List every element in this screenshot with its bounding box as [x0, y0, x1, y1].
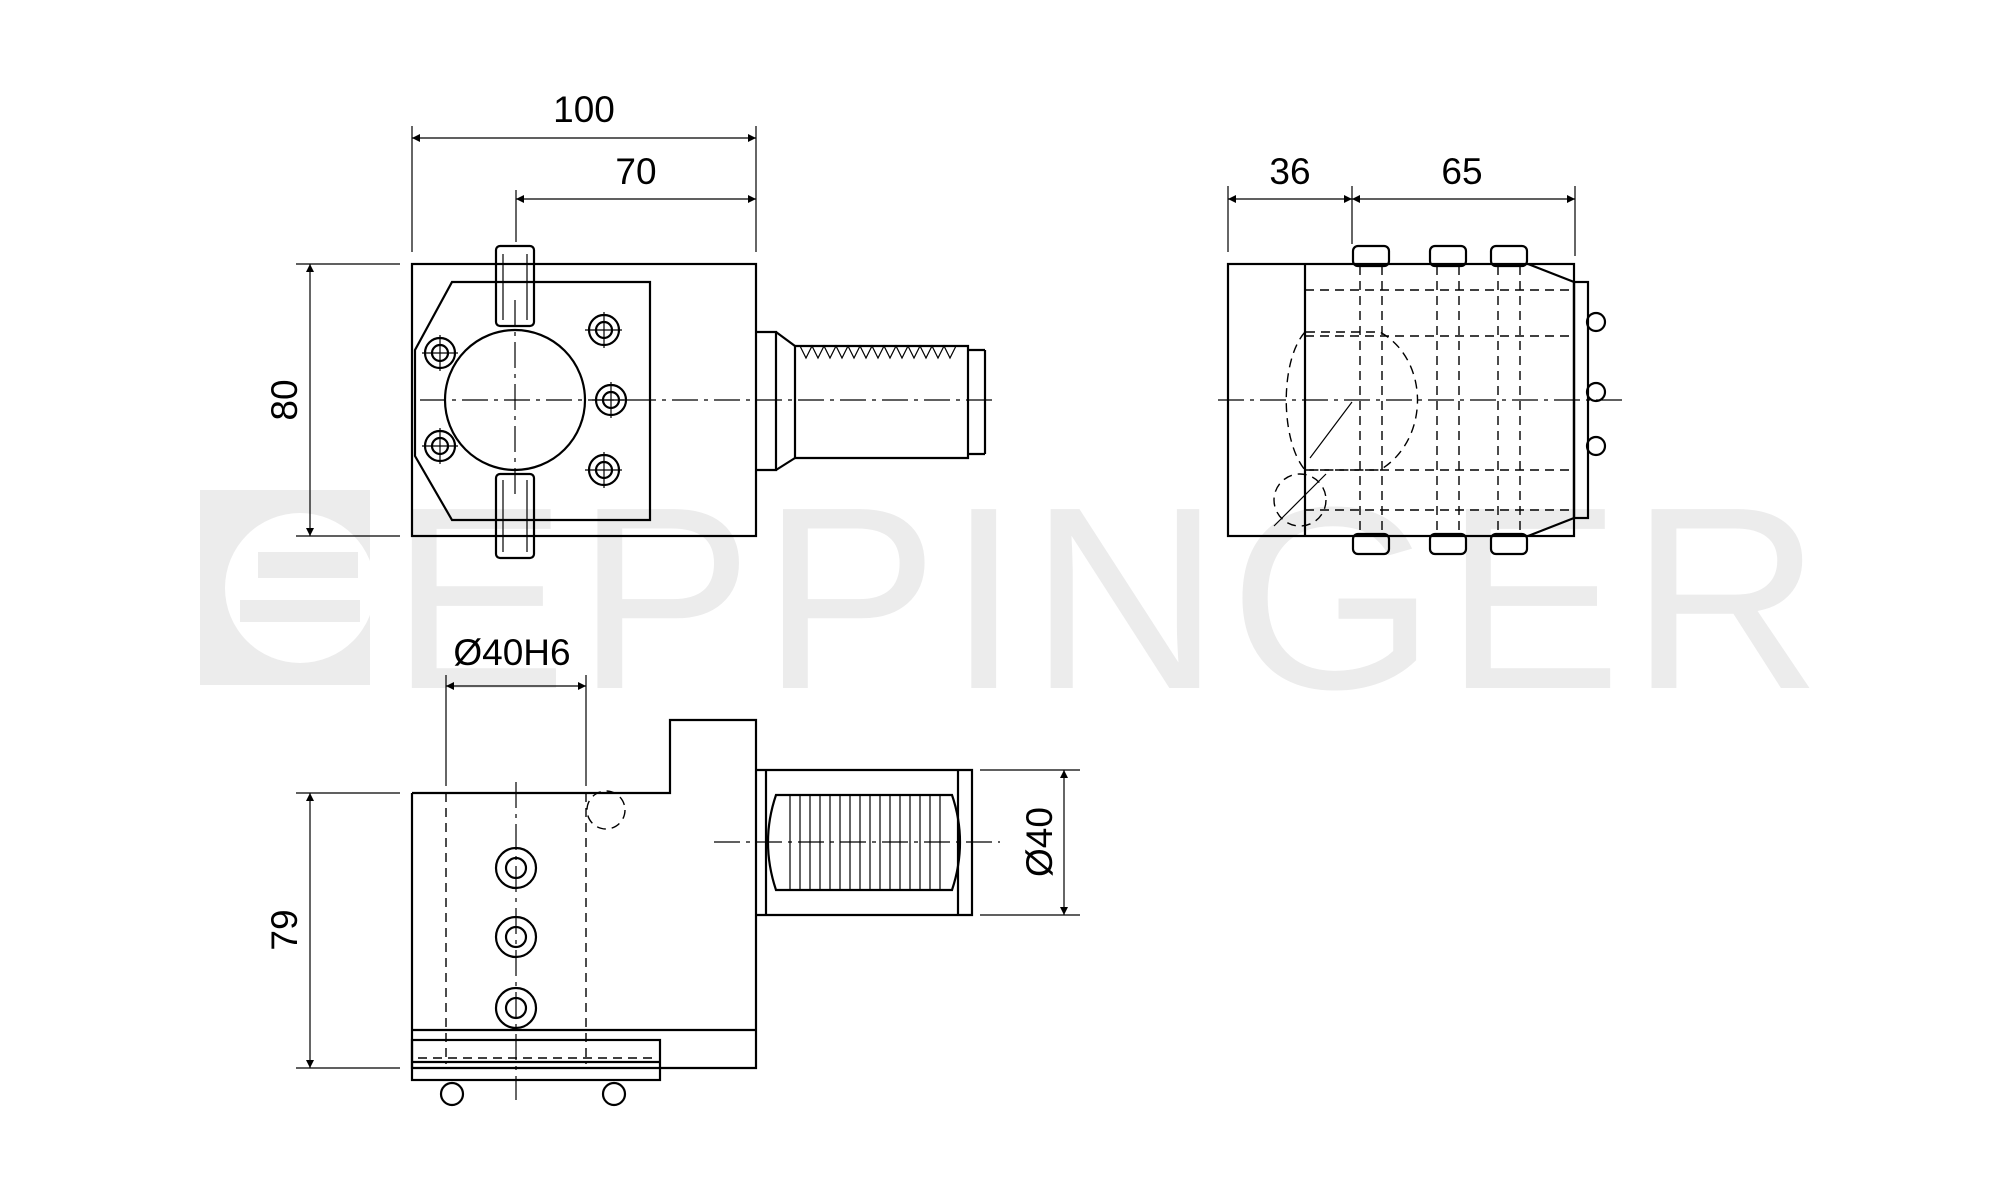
view-front — [410, 244, 998, 560]
top-dimensions: Ø40H6 79 Ø40 — [264, 632, 1080, 1069]
view-top — [410, 718, 1000, 1107]
dim-height: 80 — [264, 379, 305, 420]
side-bolt-heads — [1351, 244, 1607, 556]
dim-width-total: 100 — [553, 89, 615, 130]
dim-side-length: 65 — [1441, 151, 1482, 192]
dim-width-shank: 70 — [615, 151, 656, 192]
dim-shank-diameter: Ø40 — [1019, 807, 1060, 877]
watermark-text: EPPINGER — [390, 454, 1830, 744]
dim-bore: Ø40H6 — [453, 632, 570, 673]
dim-bottom-height: 79 — [264, 909, 305, 950]
brand-watermark: EPPINGER — [200, 454, 1830, 744]
top-screws — [439, 846, 627, 1107]
view-side — [1218, 244, 1628, 556]
front-dimensions: 100 70 80 — [264, 89, 757, 537]
side-dimensions: 36 65 — [1227, 151, 1576, 256]
dim-side-depth: 36 — [1269, 151, 1310, 192]
brand-logo-icon — [200, 490, 375, 685]
